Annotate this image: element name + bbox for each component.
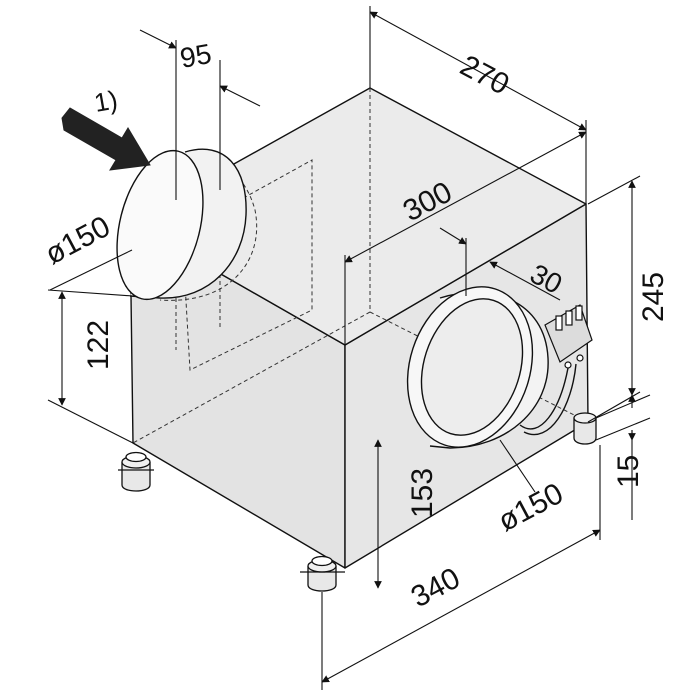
dim-intake-diameter: ø150 xyxy=(40,210,116,271)
dim-foot-height: 15 xyxy=(612,455,645,488)
airflow-arrow xyxy=(61,107,151,171)
dimension-lines xyxy=(47,6,651,690)
outlet-collar xyxy=(406,286,549,449)
connection-cable xyxy=(519,367,569,430)
terminal-block xyxy=(544,304,593,369)
dim-outlet-height: 153 xyxy=(406,468,439,518)
dim-depth: 270 xyxy=(455,49,515,102)
intake-opening xyxy=(116,149,204,301)
dim-intake-height: 122 xyxy=(82,320,115,370)
foot-front-right xyxy=(573,412,597,445)
foot-front-left xyxy=(118,451,154,492)
airflow-note: 1) xyxy=(92,84,120,118)
outlet-opening-inner xyxy=(420,298,524,436)
dim-intake-offset: 95 xyxy=(178,38,214,74)
intake-collar xyxy=(116,148,247,301)
dim-total-width: 340 xyxy=(406,562,466,615)
dim-height: 245 xyxy=(637,272,670,322)
